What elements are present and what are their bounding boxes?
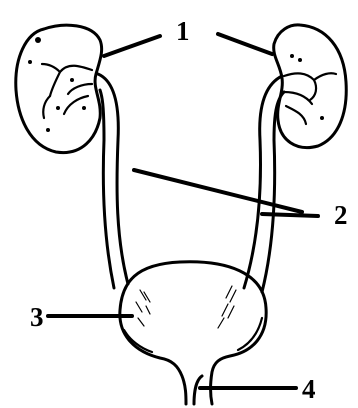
leader-line-ureter-left (134, 170, 302, 212)
label-urethra: 4 (302, 374, 316, 404)
right-kidney (274, 25, 347, 148)
leader-line-kidney-left (104, 36, 160, 56)
label-kidneys: 1 (176, 16, 190, 46)
leader-line-kidney-right (218, 34, 272, 54)
left-kidney (16, 25, 102, 152)
label-bladder: 3 (30, 302, 44, 332)
left-ureter (98, 74, 128, 288)
leader-line-ureter-right (262, 214, 318, 216)
label-ureters: 2 (334, 200, 348, 230)
